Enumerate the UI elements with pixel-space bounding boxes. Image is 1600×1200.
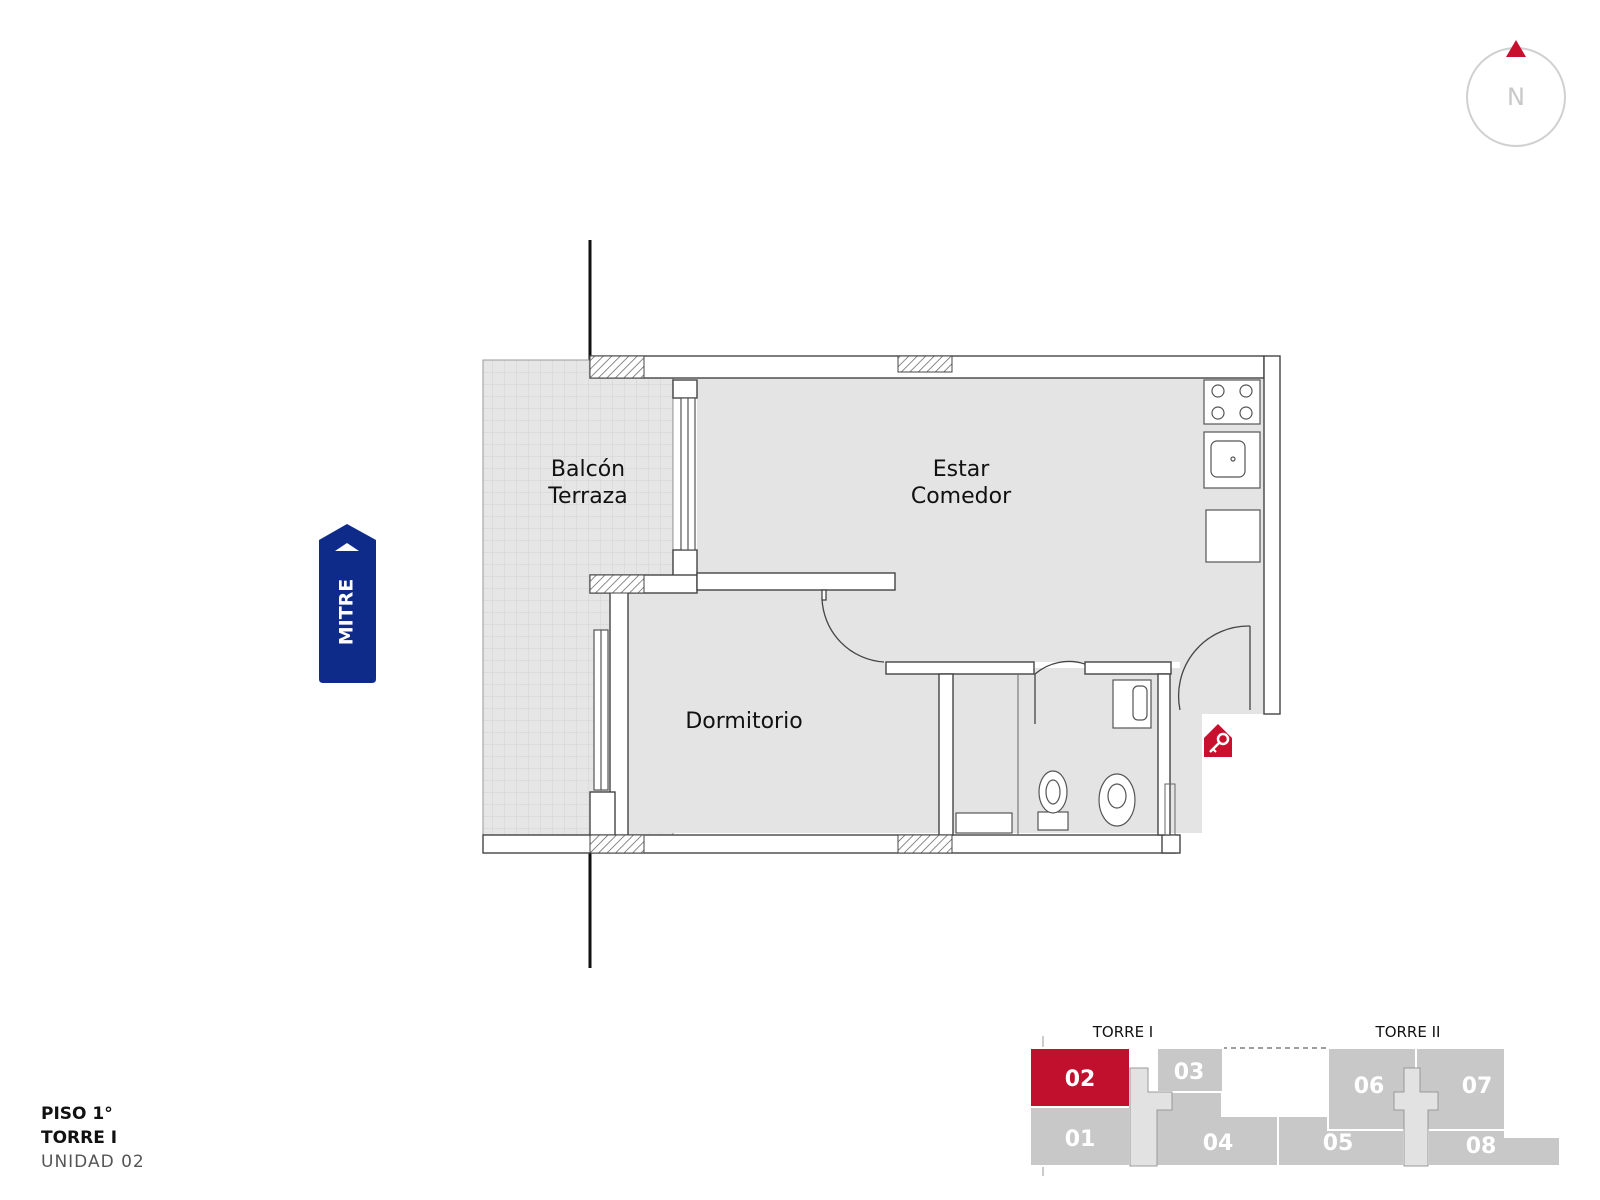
shower-tray-icon (955, 812, 1013, 834)
stair-core (1129, 1067, 1173, 1167)
tower1-label: TORRE I (1092, 1023, 1153, 1041)
column-hatch (897, 355, 953, 373)
street-marker: MITRE (319, 524, 376, 683)
fridge-icon (1205, 509, 1261, 563)
column-hatch (589, 574, 645, 594)
balcony-label-line1: Balcón (551, 457, 625, 482)
compass-label: N (1507, 83, 1525, 111)
street-name: MITRE (336, 579, 358, 646)
key-entrance-icon (1204, 724, 1232, 757)
unit-label-06: 06 (1354, 1074, 1385, 1099)
bedroom-label: Dormitorio (685, 709, 802, 734)
unit-label-02: 02 (1065, 1067, 1096, 1092)
entry-floor (1180, 662, 1264, 714)
bedroom-door-icon (821, 597, 885, 663)
unit-name: UNIDAD 02 (41, 1152, 145, 1172)
bathroom (955, 679, 1152, 834)
entrance-door-icon (1177, 625, 1251, 711)
unit-label-07: 07 (1462, 1074, 1493, 1099)
unit-03[interactable] (1156, 1047, 1224, 1093)
floor-number: PISO 1° (41, 1104, 113, 1124)
compass: N (1466, 40, 1566, 147)
tower-name: TORRE I (41, 1128, 118, 1148)
column-hatch (589, 834, 645, 854)
duct (1164, 783, 1176, 836)
column-hatch (897, 834, 953, 854)
unit-06[interactable] (1327, 1047, 1417, 1131)
kitchen (1203, 379, 1261, 563)
balcony-label-line2: Terraza (547, 484, 627, 509)
stair-core (1393, 1067, 1439, 1167)
stove-icon (1203, 379, 1261, 425)
unit-label-04: 04 (1203, 1131, 1234, 1156)
arrow-up-icon (335, 543, 359, 551)
floor-plan: Balcón Terraza Estar Comedor Dormitorio (482, 355, 1281, 854)
tower2-label: TORRE II (1375, 1023, 1441, 1041)
bedroom-floor (610, 590, 886, 833)
unit-01[interactable] (1029, 1106, 1131, 1167)
unit-label-01: 01 (1065, 1127, 1096, 1152)
street-badge (319, 524, 376, 683)
column-hatch (589, 355, 645, 379)
toilet-tank-icon (1037, 811, 1069, 831)
key-plan: TORRE I TORRE II 02 01 03 04 05 06 07 08 (1029, 1023, 1561, 1176)
windows (593, 397, 696, 791)
doors (821, 589, 1251, 724)
unit-label-03: 03 (1174, 1060, 1205, 1085)
bathroom-door-icon (1034, 660, 1086, 675)
north-arrow-icon (1506, 40, 1526, 57)
unit-label-08: 08 (1466, 1134, 1497, 1159)
unit-label-05: 05 (1323, 1131, 1354, 1156)
living-label-line1: Estar (933, 457, 990, 482)
living-label-line2: Comedor (911, 484, 1012, 509)
